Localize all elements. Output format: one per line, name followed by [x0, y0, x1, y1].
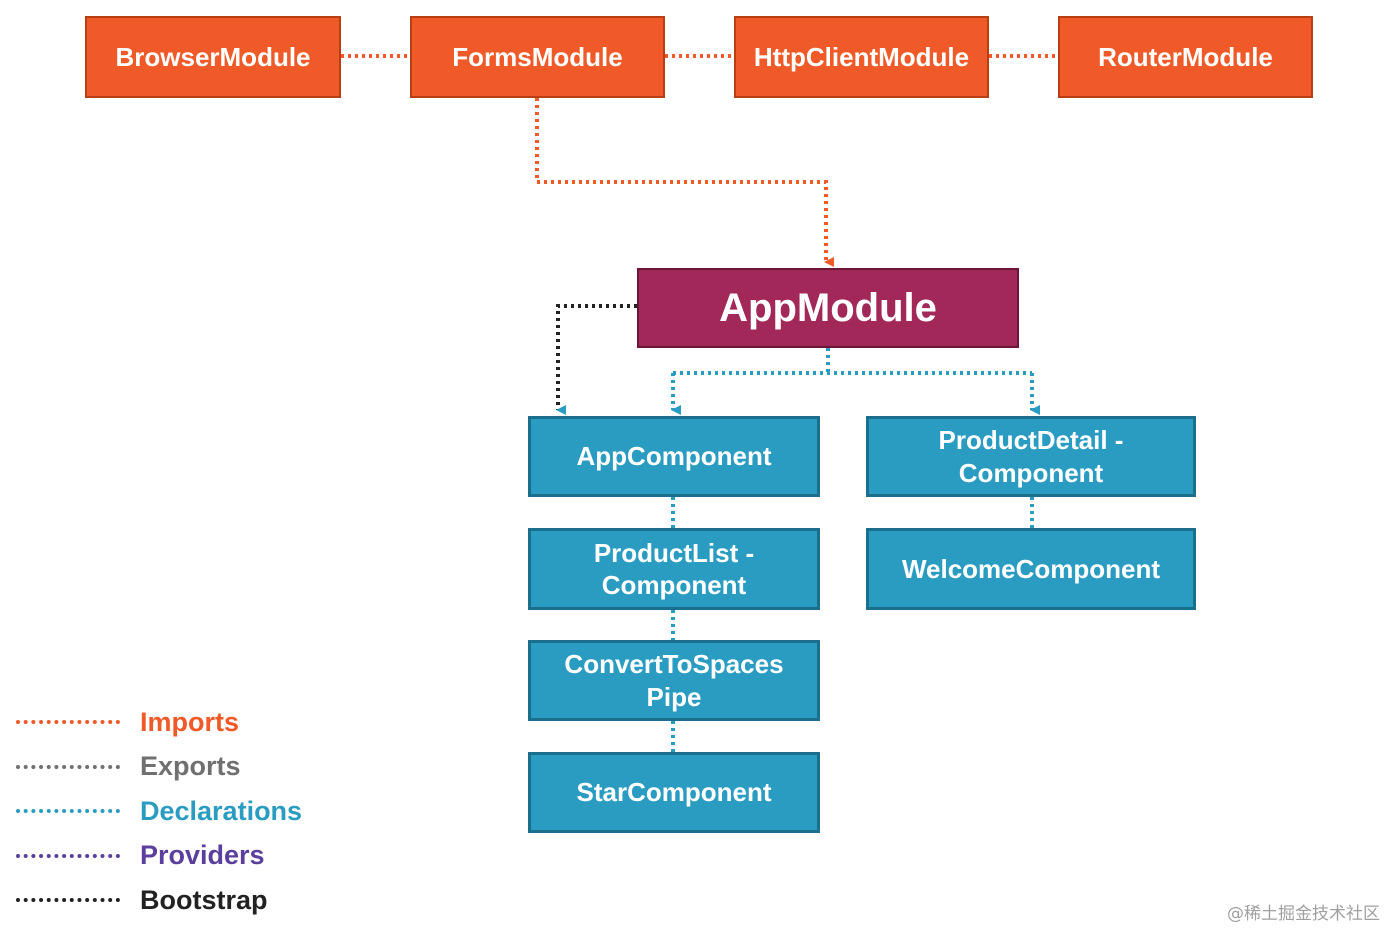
legend-label-bootstrap: Bootstrap [140, 884, 268, 915]
legend-item-providers: Providers [16, 834, 336, 879]
http-client-module-box: HttpClientModule [734, 16, 989, 98]
star-component-label: StarComponent [576, 777, 772, 808]
star-component-box: StarComponent [528, 752, 820, 833]
declarations-branch [673, 348, 1032, 375]
legend: Imports Exports Declarations Providers B… [16, 700, 336, 923]
convert-to-spaces-pipe-label-line-1: ConvertToSpaces [564, 649, 784, 679]
legend-swatch-declarations [16, 809, 120, 814]
legend-item-bootstrap: Bootstrap [16, 878, 336, 923]
bootstrap-arrow-to-appcomponent [556, 304, 637, 415]
router-module-label: RouterModule [1098, 41, 1273, 72]
legend-item-exports: Exports [16, 745, 336, 790]
convert-to-spaces-pipe-label-line-2: Pipe [646, 681, 702, 712]
app-module-label: AppModule [719, 286, 937, 330]
watermark: @稀土掘金技术社区 [1227, 904, 1380, 924]
app-module-box: AppModule [637, 268, 1019, 348]
legend-label-declarations: Declarations [140, 795, 303, 826]
legend-label-exports: Exports [140, 751, 241, 782]
legend-item-declarations: Declarations [16, 789, 336, 834]
browser-module-label: BrowserModule [115, 41, 311, 72]
forms-module-label: FormsModule [452, 41, 623, 72]
legend-swatch-providers [16, 853, 120, 858]
legend-swatch-bootstrap [16, 898, 120, 903]
welcome-component-box: WelcomeComponent [866, 528, 1196, 610]
legend-swatch-imports [16, 720, 120, 725]
product-list-component-label-line-1: ProductList - [593, 537, 755, 568]
legend-swatch-exports [16, 764, 120, 769]
app-component-label: AppComponent [576, 441, 772, 472]
welcome-component-label: WelcomeComponent [901, 553, 1161, 584]
legend-label-providers: Providers [140, 840, 265, 871]
forms-module-box: FormsModule [410, 16, 665, 98]
product-list-component-box: ProductList - Component [528, 528, 820, 610]
legend-label-imports: Imports [140, 706, 240, 737]
product-detail-component-label-line-1: ProductDetail - [938, 425, 1124, 455]
legend-item-imports: Imports [16, 700, 336, 745]
product-list-component-label-line-2: Component [601, 570, 747, 600]
browser-module-box: BrowserModule [85, 16, 341, 98]
convert-to-spaces-pipe-box: ConvertToSpaces Pipe [528, 640, 820, 721]
imports-arrow-to-appmodule [535, 98, 834, 267]
product-detail-component-label-line-2: Component [958, 457, 1104, 488]
product-detail-component-box: ProductDetail - Component [866, 416, 1196, 497]
app-component-box: AppComponent [528, 416, 820, 497]
router-module-box: RouterModule [1058, 16, 1313, 98]
http-client-module-label: HttpClientModule [753, 41, 970, 72]
